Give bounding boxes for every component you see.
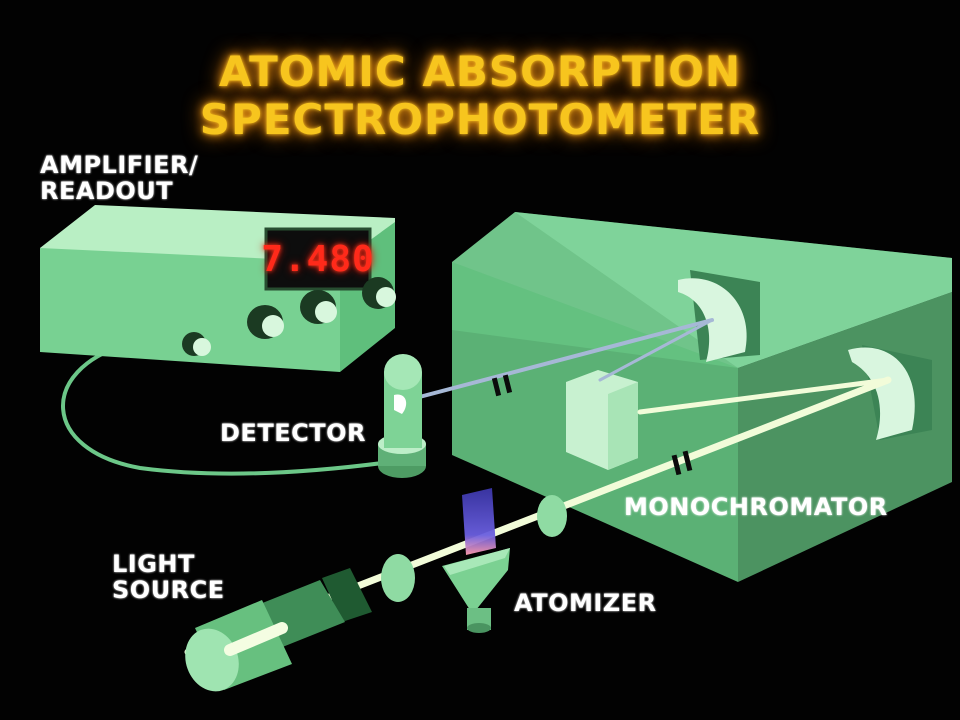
page-title: ATOMIC ABSORPTION SPECTROPHOTOMETER <box>0 48 960 144</box>
label-light-source-line-2: SOURCE <box>112 576 225 604</box>
entrance-slit <box>671 450 693 476</box>
label-amplifier-line-2: READOUT <box>40 177 174 205</box>
flame <box>462 488 496 555</box>
label-monochromator: MONOCHROMATOR <box>624 493 888 521</box>
label-atomizer: ATOMIZER <box>514 589 657 617</box>
detector-cable <box>61 343 391 476</box>
lens-near-monochromator <box>537 495 567 537</box>
monochromator-housing <box>452 212 952 582</box>
exit-slit <box>491 374 513 397</box>
title-line-2: SPECTROPHOTOMETER <box>199 95 761 144</box>
label-light-source: LIGHT SOURCE <box>112 551 225 603</box>
label-light-source-line-1: LIGHT <box>112 550 195 578</box>
control-knob <box>182 332 211 356</box>
digital-readout-display: 7.480 <box>261 238 375 280</box>
hollow-cathode-lamp <box>185 568 372 692</box>
atomizer-burner <box>442 548 510 633</box>
title-line-1: ATOMIC ABSORPTION <box>218 47 742 96</box>
diffraction-grating <box>566 370 638 470</box>
control-knob <box>247 305 284 339</box>
label-detector: DETECTOR <box>220 419 366 447</box>
amplifier-readout-unit <box>40 205 396 372</box>
detector-tube <box>378 354 426 478</box>
label-amplifier-line-1: AMPLIFIER/ <box>40 151 199 179</box>
monochromator-mirror-lower <box>848 345 932 440</box>
control-knob <box>300 290 337 324</box>
label-amplifier-readout: AMPLIFIER/ READOUT <box>40 152 198 204</box>
control-knob <box>362 277 396 309</box>
lens-near-source <box>381 554 415 602</box>
